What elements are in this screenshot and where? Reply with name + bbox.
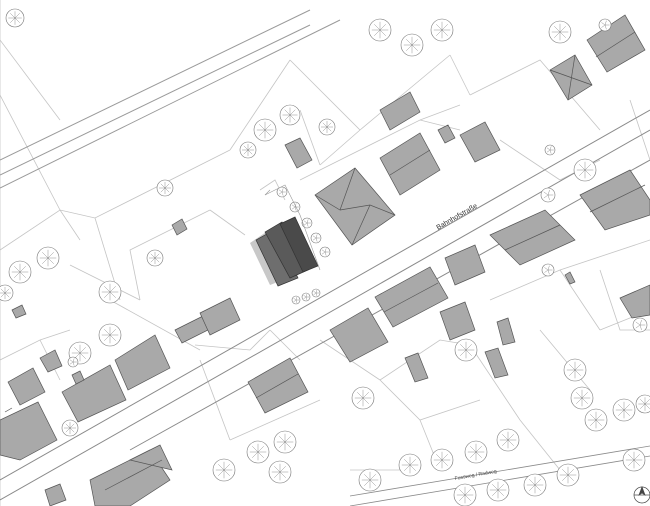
building (619, 284, 650, 319)
tree-icon (276, 186, 288, 198)
tree-icon (622, 448, 646, 472)
building (44, 483, 67, 506)
building (439, 301, 476, 341)
building (444, 244, 486, 286)
tree-icon (570, 386, 594, 410)
tree-icon (584, 408, 608, 432)
tree-icon (301, 292, 311, 302)
building (459, 121, 501, 163)
tree-icon (598, 18, 612, 32)
tree-icon (36, 246, 60, 270)
tree-icon (239, 141, 257, 159)
building (114, 334, 171, 391)
building (496, 317, 516, 346)
tree-icon (398, 453, 422, 477)
tree-icon (368, 18, 392, 42)
tree-icon (67, 356, 79, 368)
tree-icon (358, 468, 382, 492)
building (379, 132, 441, 196)
tree-icon (486, 478, 510, 502)
north-arrow-icon (633, 486, 650, 504)
tree-icon (453, 483, 477, 506)
tree-icon (253, 118, 277, 142)
tree-icon (5, 8, 25, 28)
site-details (264, 184, 321, 271)
buildings (0, 14, 650, 506)
tree-icon (430, 448, 454, 472)
building (564, 271, 576, 285)
tree-icon (454, 338, 478, 362)
trees (0, 8, 650, 506)
building (404, 352, 429, 383)
building (128, 444, 173, 471)
tree-icon (612, 398, 636, 422)
upper-road (0, 9, 341, 189)
tree-icon (430, 18, 454, 42)
tree-icon (319, 246, 331, 258)
building (71, 370, 85, 385)
tree-icon (351, 386, 375, 410)
tree-icon (212, 458, 236, 482)
building (39, 349, 63, 373)
tree-icon (573, 158, 597, 182)
building (284, 137, 313, 169)
tree-icon (98, 280, 122, 304)
tree-icon (8, 260, 32, 284)
building (484, 347, 509, 379)
tree-icon (556, 463, 580, 487)
building (171, 218, 188, 236)
tree-icon (635, 394, 650, 414)
tree-icon (464, 440, 488, 464)
tree-icon (289, 201, 301, 213)
tree-icon (544, 144, 556, 156)
tree-icon (146, 249, 164, 267)
building (329, 307, 389, 363)
tree-icon (523, 473, 547, 497)
building (379, 91, 421, 131)
tree-icon (540, 187, 556, 203)
main-street-label: Bahnhofstraße (436, 203, 479, 232)
building (11, 304, 27, 319)
lower-path-label: Fussweg / Radweg (454, 469, 497, 482)
tree-icon (156, 179, 174, 197)
building (61, 364, 127, 423)
tree-icon (279, 104, 301, 126)
project-building (250, 216, 319, 287)
tree-icon (301, 217, 313, 229)
tree-icon (400, 33, 424, 57)
tree-icon (268, 460, 292, 484)
building (0, 401, 58, 461)
building (586, 14, 646, 73)
tree-icon (0, 284, 14, 302)
building (437, 124, 456, 144)
tree-icon (548, 20, 572, 44)
tree-icon (563, 358, 587, 382)
building (314, 167, 396, 246)
tree-icon (311, 288, 321, 298)
tree-icon (318, 118, 336, 136)
tree-icon (246, 440, 270, 464)
tree-icon (632, 317, 648, 333)
tree-icon (273, 430, 297, 454)
building (7, 367, 46, 406)
tree-icon (310, 232, 322, 244)
tree-icon (61, 419, 79, 437)
tree-icon (98, 323, 122, 347)
tree-icon (291, 295, 301, 305)
tree-icon (496, 428, 520, 452)
building (199, 297, 241, 336)
main-street (0, 109, 650, 501)
tree-icon (541, 263, 555, 277)
